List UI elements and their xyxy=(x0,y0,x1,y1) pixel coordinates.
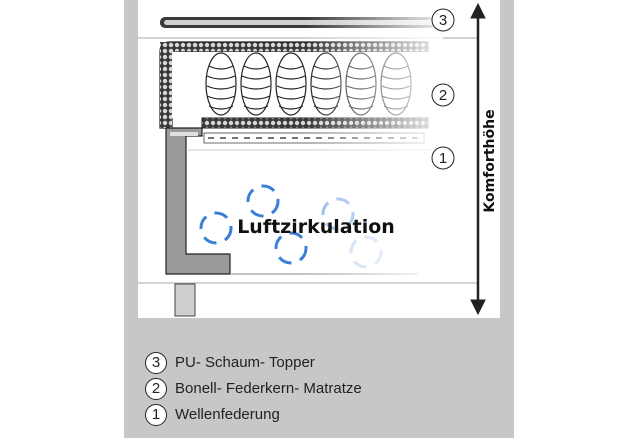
layer-number-1: 1 xyxy=(439,150,447,167)
layer-number-circle xyxy=(431,8,455,32)
comfort-height-arrow xyxy=(470,2,486,316)
legend-number: 2 xyxy=(145,378,167,400)
layer-number-circle xyxy=(431,146,455,170)
legend-item-springs: 1 Wellenfederung xyxy=(145,404,505,428)
layer-number-3: 3 xyxy=(439,12,447,29)
bed-layer-diagram: Luftzirkulation 3 2 1 Komforthöhe xyxy=(138,0,500,318)
bed-leg xyxy=(174,283,196,317)
legend-number: 1 xyxy=(145,404,167,426)
legend-item-mattress: 2 Bonell- Federkern- Matratze xyxy=(145,378,505,402)
legend-label: PU- Schaum- Topper xyxy=(175,354,315,371)
legend-item-topper: 3 PU- Schaum- Topper xyxy=(145,352,505,376)
legend-label: Bonell- Federkern- Matratze xyxy=(175,380,362,397)
center-label: Luftzirkulation xyxy=(237,216,395,238)
fade-overlay xyxy=(138,12,443,282)
layer-number-circle xyxy=(431,83,455,107)
legend-label: Wellenfederung xyxy=(175,406,280,423)
side-label: Komforthöhe xyxy=(482,109,498,212)
layer-number-2: 2 xyxy=(439,87,447,104)
legend-number: 3 xyxy=(145,352,167,374)
